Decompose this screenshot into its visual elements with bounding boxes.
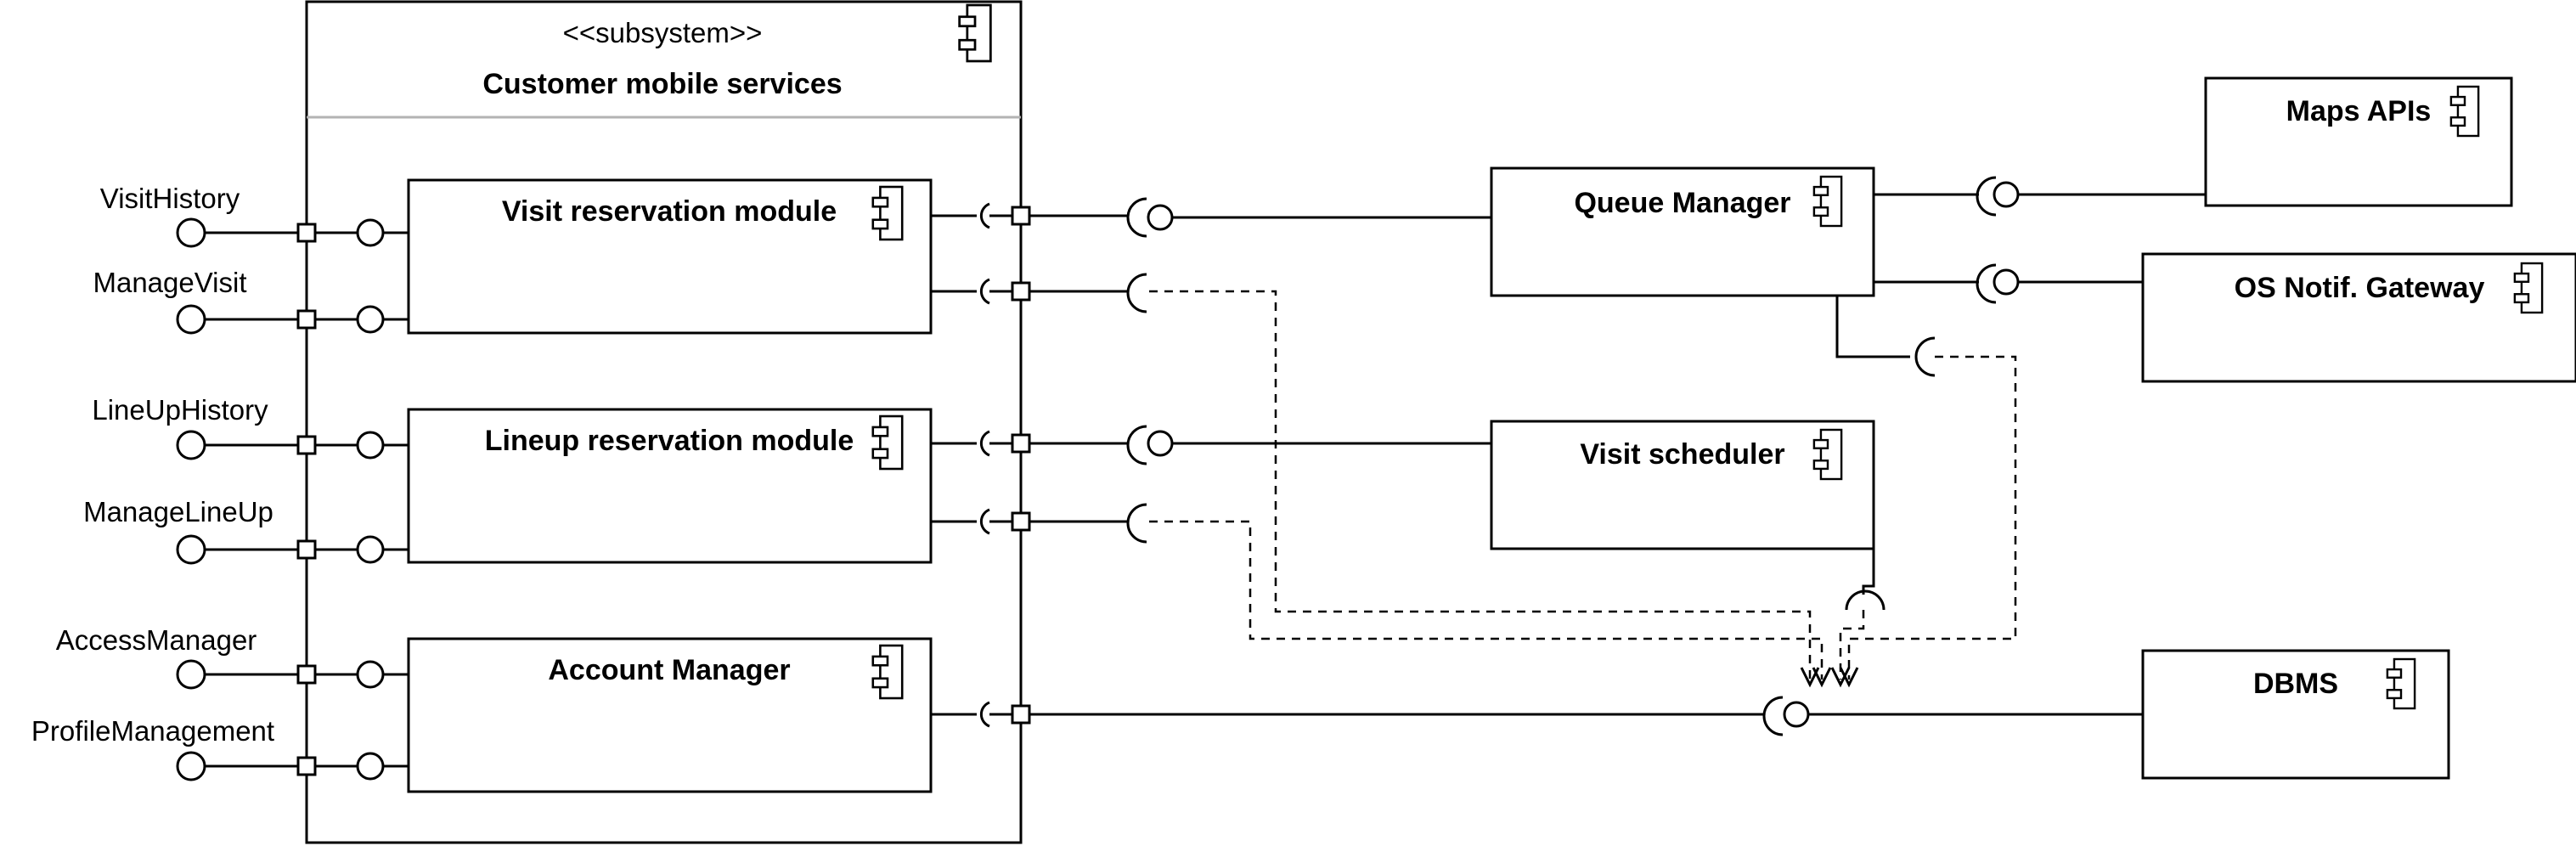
- port-square: [1011, 281, 1031, 302]
- component-name: Lineup reservation module: [485, 425, 854, 457]
- interface-visit-history: VisitHistory: [100, 183, 307, 248]
- interface-profile-management: ProfileManagement: [31, 715, 307, 781]
- port-square: [296, 756, 317, 776]
- interface-label: VisitHistory: [100, 183, 240, 214]
- component-name: Account Manager: [548, 654, 790, 686]
- subsystem-stereotype: <<subsystem>>: [563, 17, 763, 48]
- component-os-notif-gateway[interactable]: OS Notif. Gateway: [2141, 252, 2576, 383]
- port-square: [1011, 704, 1031, 725]
- component-account-manager[interactable]: Account Manager: [407, 637, 933, 793]
- lollipop-icon: [176, 430, 206, 460]
- component-name: Maps APIs: [2286, 95, 2432, 127]
- port-square: [296, 664, 317, 685]
- interface-label: ManageLineUp: [83, 496, 273, 527]
- socket-icon: [1126, 425, 1147, 465]
- component-visit-reservation-module[interactable]: Visit reservation module: [407, 178, 933, 335]
- port-square: [1011, 206, 1031, 226]
- component-name: Visit reservation module: [502, 195, 837, 228]
- socket-icon: [979, 202, 990, 229]
- port-square: [1011, 433, 1031, 454]
- socket-icon: [1845, 589, 1885, 611]
- port-square: [296, 309, 317, 330]
- ports: [296, 206, 1031, 776]
- interface-label: LineUpHistory: [92, 394, 268, 426]
- interface-access-manager: AccessManager: [56, 624, 307, 690]
- visit-scheduler-connector: [1845, 549, 1885, 611]
- socket-icon: [979, 701, 990, 728]
- component-name: Visit scheduler: [1580, 438, 1784, 471]
- lollipop-icon: [176, 304, 206, 335]
- interface-manage-lineup: ManageLineUp: [83, 496, 307, 565]
- queue-manager-connectors: [1835, 176, 2206, 377]
- lollipop-icon: [356, 218, 385, 247]
- lollipop-icon: [1147, 430, 1174, 457]
- component-name: Queue Manager: [1574, 187, 1790, 219]
- lollipop-icon: [356, 752, 385, 781]
- lollipop-icon: [176, 751, 206, 781]
- subsystem-title: Customer mobile services: [482, 68, 842, 100]
- socket-icon: [1914, 336, 1936, 377]
- lollipop-icon: [1783, 701, 1810, 728]
- component-queue-manager[interactable]: Queue Manager: [1490, 166, 1875, 297]
- port-square: [1011, 511, 1031, 532]
- component-name: DBMS: [2253, 668, 2338, 700]
- lollipop-icon: [356, 535, 385, 564]
- component-maps-apis[interactable]: Maps APIs: [2204, 76, 2513, 207]
- dependency-lines: [1149, 290, 2017, 688]
- lollipop-icon: [356, 660, 385, 689]
- inner-delegations: [307, 218, 409, 781]
- component-visit-scheduler[interactable]: Visit scheduler: [1490, 420, 1875, 550]
- interface-label: ManageVisit: [93, 267, 246, 298]
- port-square: [296, 539, 317, 560]
- port-square: [296, 435, 317, 455]
- external-interfaces: VisitHistory ManageVisit LineUpHistory M…: [31, 183, 307, 781]
- socket-icon: [979, 278, 990, 305]
- interface-label: ProfileManagement: [31, 715, 274, 747]
- port-square: [296, 223, 317, 243]
- lollipop-icon: [356, 431, 385, 460]
- lollipop-icon: [1993, 181, 2020, 208]
- interface-manage-visit: ManageVisit: [93, 267, 307, 335]
- socket-icon: [1126, 273, 1147, 313]
- interface-label: AccessManager: [56, 624, 257, 656]
- socket-icon: [1126, 197, 1147, 238]
- outer-connectors: [1021, 197, 2143, 736]
- lollipop-icon: [1147, 204, 1174, 231]
- component-dbms[interactable]: DBMS: [2141, 649, 2450, 780]
- socket-icon: [979, 508, 990, 535]
- lollipop-icon: [176, 534, 206, 565]
- component-lineup-reservation-module[interactable]: Lineup reservation module: [407, 408, 933, 564]
- socket-icon: [1126, 503, 1147, 544]
- socket-icon: [1976, 176, 1997, 217]
- component-name: OS Notif. Gateway: [2235, 272, 2485, 304]
- socket-icon: [979, 430, 990, 457]
- socket-icon: [1762, 696, 1784, 736]
- lollipop-icon: [1993, 268, 2020, 296]
- lollipop-icon: [176, 659, 206, 690]
- socket-icon: [1976, 263, 1997, 304]
- lollipop-icon: [176, 217, 206, 248]
- interface-lineup-history: LineUpHistory: [92, 394, 307, 460]
- lollipop-icon: [356, 305, 385, 334]
